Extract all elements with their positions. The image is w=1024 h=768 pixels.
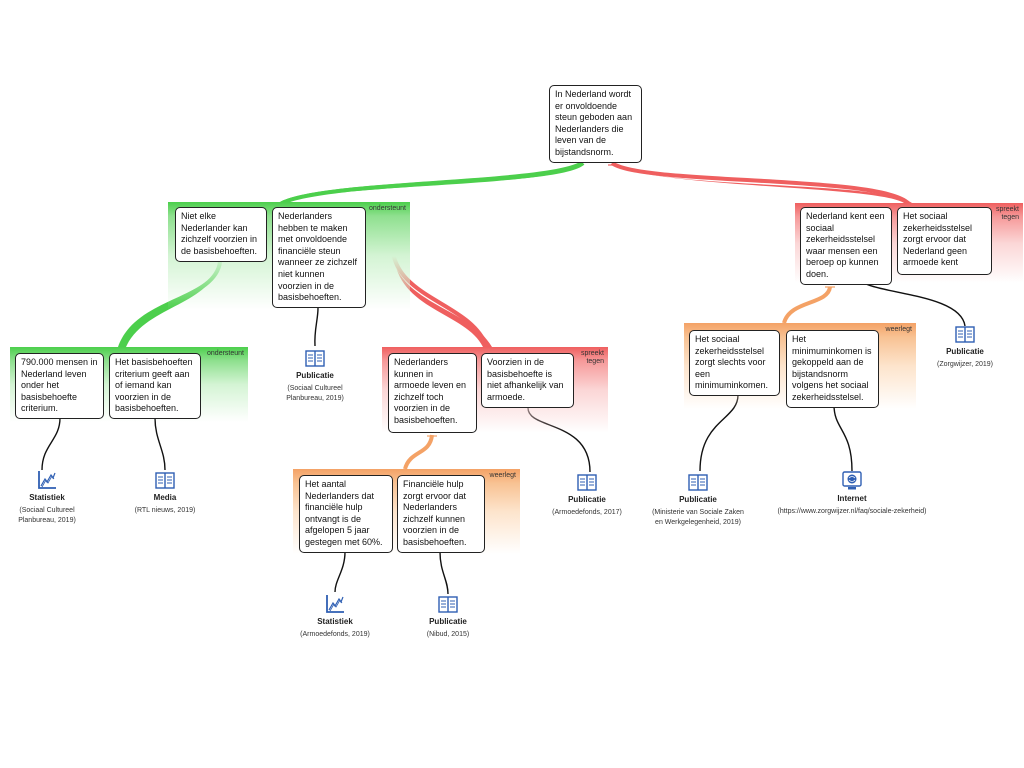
source-type: Publicatie: [568, 495, 606, 504]
source-internet[interactable]: Internet (https://www.zorgwijzer.nl/faq/…: [762, 471, 942, 517]
source-type: Publicatie: [679, 495, 717, 504]
source-citation: (RTL nieuws, 2019): [134, 507, 196, 514]
book-icon: [305, 350, 325, 367]
relation-label: spreekt tegen: [581, 350, 604, 365]
source-type: Media: [153, 493, 177, 502]
root-claim[interactable]: In Nederland wordt er onvoldoende steun …: [549, 85, 642, 163]
statistics-icon: [38, 471, 56, 489]
source-statistiek[interactable]: Statistiek (Armoedefonds, 2019): [290, 594, 380, 640]
globe-icon: [842, 471, 862, 490]
source-statistiek[interactable]: Statistiek (Sociaal Cultureel Planbureau…: [2, 470, 92, 526]
book-icon: [955, 326, 975, 343]
relation-label: spreekt tegen: [996, 206, 1019, 221]
source-publicatie[interactable]: Publicatie (Nibud, 2015): [403, 596, 493, 640]
source-citation: (Sociaal Cultureel Planbureau, 2019): [286, 385, 344, 402]
source-publicatie[interactable]: Publicatie (Sociaal Cultureel Planbureau…: [270, 350, 360, 404]
argument-box[interactable]: Nederlanders hebben te maken met onvoldo…: [272, 207, 366, 308]
book-icon: [155, 472, 175, 489]
argument-box[interactable]: Financiële hulp zorgt ervoor dat Nederla…: [397, 475, 485, 553]
argument-box[interactable]: Het basisbehoeften criterium geeft aan o…: [109, 353, 201, 419]
argument-box[interactable]: Niet elke Nederlander kan zichzelf voorz…: [175, 207, 267, 262]
source-type: Statistiek: [317, 617, 353, 626]
source-publicatie[interactable]: Publicatie (Ministerie van Sociale Zaken…: [650, 474, 746, 528]
rebut-link: [782, 286, 832, 324]
source-citation: (Armoedefonds, 2017): [552, 509, 622, 516]
source-citation: (https://www.zorgwijzer.nl/faq/sociale-z…: [777, 508, 927, 515]
book-icon: [577, 474, 597, 491]
argument-box[interactable]: Het minimuminkomen is gekoppeld aan de b…: [786, 330, 879, 408]
argument-box[interactable]: Nederlanders kunnen in armoede leven en …: [388, 353, 477, 433]
source-publicatie[interactable]: Publicatie (Armoedefonds, 2017): [537, 474, 637, 518]
argument-box[interactable]: 790.000 mensen in Nederland leven onder …: [15, 353, 104, 419]
source-media[interactable]: Media (RTL nieuws, 2019): [120, 472, 210, 516]
book-icon: [438, 596, 458, 613]
source-citation: (Armoedefonds, 2019): [300, 631, 370, 638]
relation-label: weerlegt: [885, 326, 912, 333]
source-type: Publicatie: [946, 347, 984, 356]
source-type: Internet: [837, 494, 867, 503]
argument-box[interactable]: Het aantal Nederlanders dat financiële h…: [299, 475, 393, 553]
source-type: Publicatie: [429, 617, 467, 626]
rebut-link: [403, 434, 434, 470]
source-citation: (Sociaal Cultureel Planbureau, 2019): [18, 507, 76, 524]
relation-label: ondersteunt: [207, 350, 244, 357]
relation-label: weerlegt: [489, 472, 516, 479]
source-publicatie[interactable]: Publicatie (Zorgwijzer, 2019): [920, 326, 1010, 370]
source-citation: (Zorgwijzer, 2019): [936, 361, 994, 368]
relation-label: ondersteunt: [369, 205, 406, 212]
oppose-link: [610, 161, 910, 205]
book-icon: [688, 474, 708, 491]
statistics-icon: [326, 595, 344, 613]
argument-box[interactable]: Het sociaal zekerheidsstelsel zorgt slec…: [689, 330, 780, 396]
source-type: Publicatie: [296, 371, 334, 380]
source-type: Statistiek: [29, 493, 65, 502]
source-citation: (Ministerie van Sociale Zaken en Werkgel…: [652, 509, 744, 526]
argument-box[interactable]: Het sociaal zekerheidsstelsel zorgt ervo…: [897, 207, 992, 275]
source-citation: (Nibud, 2015): [426, 631, 470, 638]
argument-box[interactable]: Nederland kent een sociaal zekerheidsste…: [800, 207, 892, 285]
argument-box[interactable]: Voorzien in de basisbehoefte is niet afh…: [481, 353, 574, 408]
